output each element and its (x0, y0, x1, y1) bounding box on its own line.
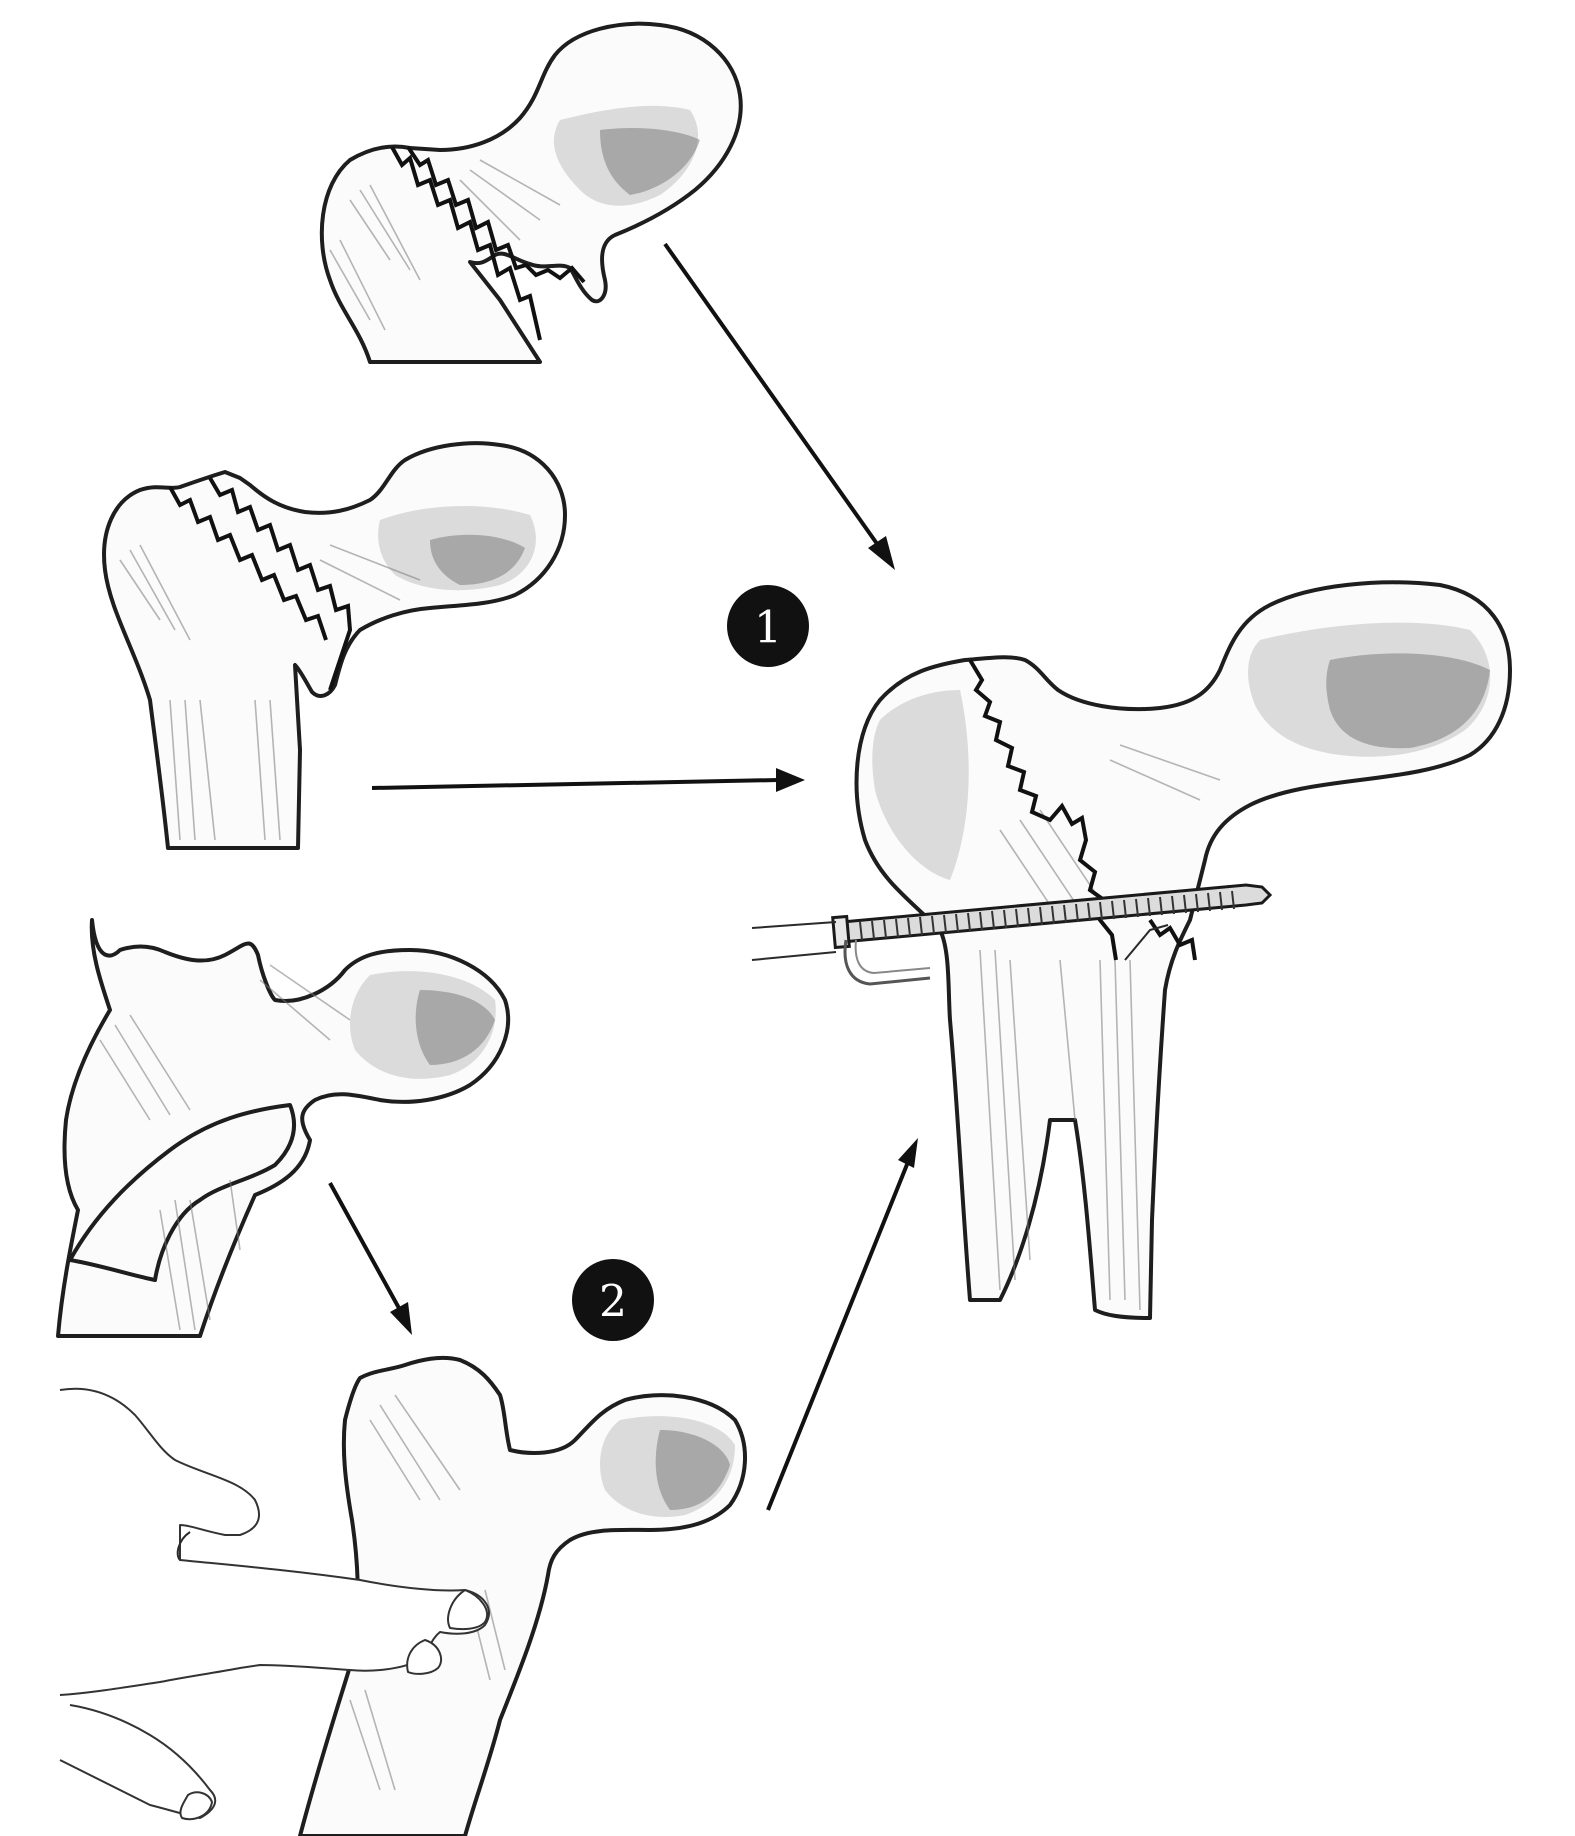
step-badge-2-label: 2 (599, 1277, 627, 1328)
arrow-top-to-fixed (663, 242, 895, 570)
fractured-femur-top (319, 21, 743, 364)
arrow-middle-to-fixed (371, 768, 805, 792)
fixed-femur-right (854, 580, 1512, 1320)
step-badge-1: 1 (727, 585, 809, 667)
fractured-femur-middle (102, 441, 567, 850)
arrow-bottom-to-fixed (766, 1138, 918, 1511)
step-badge-2: 2 (572, 1259, 654, 1341)
surgeon-hand (59, 1387, 490, 1821)
step-badge-1-label: 1 (754, 603, 782, 654)
arrow-lower-to-bottom (328, 1182, 412, 1335)
guide-wire-screw (751, 883, 1273, 986)
displaced-femur-lower (56, 918, 511, 1338)
reduced-femur-bottom (298, 1355, 747, 1836)
